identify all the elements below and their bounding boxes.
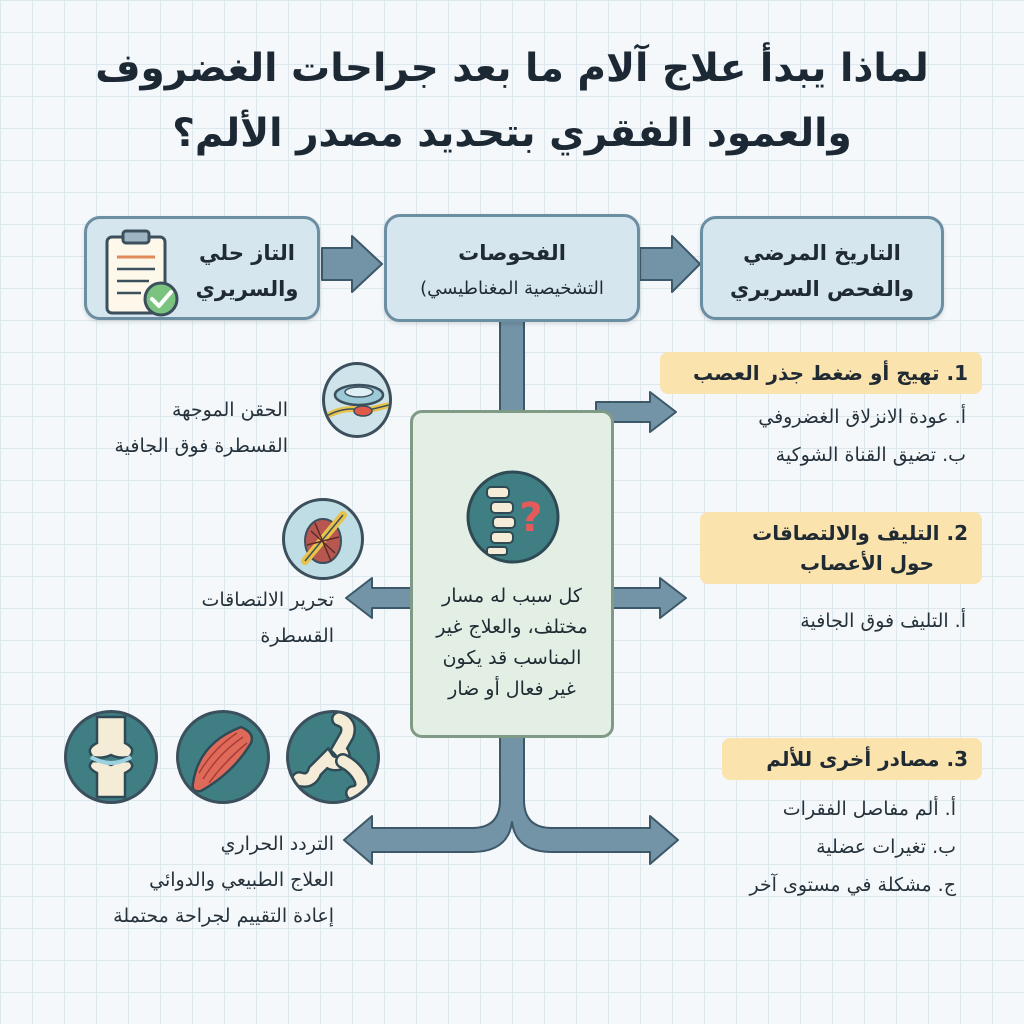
box-clinical-evaluation: التاز حلي والسريري (84, 216, 320, 320)
joint-icon (64, 710, 158, 804)
vertebra-joint-icon (286, 710, 380, 804)
center-explanation-box: ? كل سبب له مسار مختلف، والعلاج غير المن… (410, 410, 614, 738)
arrow-split-bottom (343, 735, 679, 865)
arrow-middle-to-right (639, 235, 701, 293)
arrow-to-cause-2 (611, 577, 687, 619)
cause-2-items: أ. التليف فوق الجافية (640, 602, 966, 640)
page-title-line-2: والعمود الفقري بتحديد مصدر الألم؟ (172, 111, 852, 156)
cause-2-heading: 2. التليف والالتصاقات حول الأعصاب (700, 512, 982, 584)
cause-1-items: أ. عودة الانزلاق الغضروفي ب. تضيق القناة… (640, 398, 966, 474)
spine-question-icon: ? (466, 470, 560, 564)
box-left-line-1: التاز حلي (199, 241, 295, 265)
treatment-2-line-1: تحرير الالتصاقات (201, 589, 334, 611)
center-line-1: كل سبب له مسار (442, 585, 582, 607)
arrow-to-treatment-2 (345, 577, 413, 619)
center-line-4: غير فعال أو ضار (448, 678, 576, 700)
box-diagnostic-tests: الفحوصات التشخيصية المغناطيسي) (384, 214, 640, 322)
cause-3-item-a: أ. ألم مفاصل الفقرات (782, 798, 956, 820)
box-history-exam: التاريخ المرضي والفحص السريري (700, 216, 944, 320)
cause-2-heading-line-2: حول الأعصاب (800, 551, 934, 575)
cause-1-item-a: أ. عودة الانزلاق الغضروفي (758, 406, 966, 428)
cause-3-item-c: ج. مشكلة في مستوى آخر (749, 874, 956, 896)
treatment-2-line-2: القسطرة (260, 625, 334, 647)
page-title-line-1: لماذا يبدأ علاج آلام ما بعد جراحات الغضر… (95, 46, 929, 91)
muscle-icon (176, 710, 270, 804)
svg-text:?: ? (519, 495, 542, 541)
cause-3-heading-line: 3. مصادر أخرى للألم (766, 747, 968, 771)
cause-2-item-a: أ. التليف فوق الجافية (800, 610, 966, 632)
cause-1-heading-line: 1. تهيج أو ضغط جذر العصب (693, 361, 968, 385)
cause-3-items: أ. ألم مفاصل الفقرات ب. تغيرات عضلية ج. … (640, 790, 956, 904)
treatment-1-line-1: الحقن الموجهة (171, 399, 288, 421)
center-line-3: المناسب قد يكون (442, 647, 582, 669)
treatment-2-text: تحرير الالتصاقات القسطرة (60, 582, 334, 654)
treatment-3-line-2: العلاج الطبيعي والدوائي (149, 869, 334, 891)
cause-1-heading: 1. تهيج أو ضغط جذر العصب (660, 352, 982, 394)
box-right-line-1: التاريخ المرضي (743, 241, 901, 265)
cause-3-heading: 3. مصادر أخرى للألم (722, 738, 982, 780)
fibrosis-nerve-icon (282, 498, 364, 580)
cause-2-heading-line-1: 2. التليف والالتصاقات (752, 521, 968, 545)
center-line-2: مختلف، والعلاج غير (436, 616, 588, 638)
box-middle-line-2: التشخيصية المغناطيسي) (420, 278, 604, 299)
box-left-line-2: والسريري (195, 277, 299, 301)
treatment-1-text: الحقن الموجهة القسطرة فوق الجافية (40, 392, 289, 464)
box-middle-line-1: الفحوصات (458, 241, 566, 265)
cause-1-item-b: ب. تضيق القناة الشوكية (775, 444, 966, 466)
treatment-1-line-2: القسطرة فوق الجافية (114, 435, 289, 457)
treatment-3-line-1: التردد الحراري (220, 833, 334, 855)
treatment-3-text: التردد الحراري العلاج الطبيعي والدوائي إ… (40, 826, 334, 934)
disc-injection-icon (322, 362, 392, 438)
arrow-left-to-middle (321, 235, 383, 293)
center-text-block: كل سبب له مسار مختلف، والعلاج غير المناس… (413, 581, 611, 705)
treatment-3-line-3: إعادة التقييم لجراحة محتملة (113, 905, 334, 927)
cause-3-item-b: ب. تغيرات عضلية (816, 836, 956, 858)
box-right-line-2: والفحص السريري (729, 277, 915, 301)
clipboard-check-icon (105, 229, 179, 317)
